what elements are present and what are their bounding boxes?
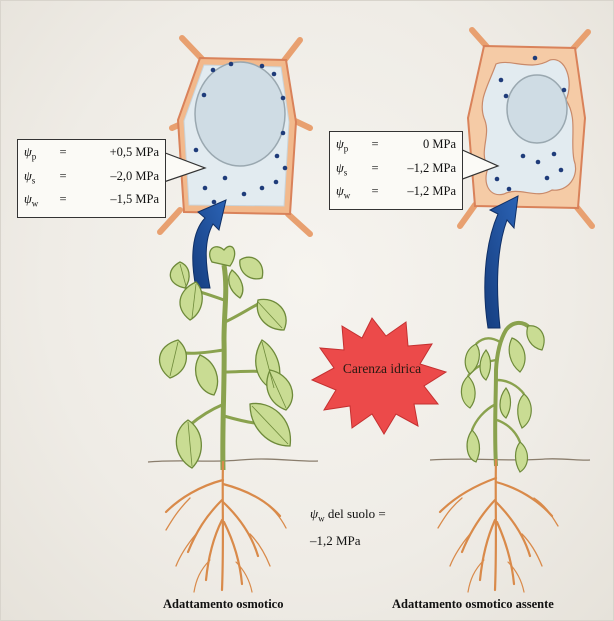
caption-left: Adattamento osmotico [163, 597, 283, 612]
equals-sign: = [366, 182, 384, 206]
stress-label: Carenza idrica [316, 361, 448, 377]
water-potential-value: –1,2 MPa [384, 182, 456, 206]
pressure-potential-value: 0 MPa [384, 135, 456, 159]
soil-label-text: del suolo = [328, 506, 386, 521]
pressure-potential-value: +0,5 MPa [72, 143, 159, 167]
soil-label-line-1: ψw del suolo = [310, 503, 386, 530]
psi-symbol: ψ [24, 192, 32, 206]
left-cell-turgid [152, 38, 310, 234]
psi-subscript: w [32, 199, 39, 209]
left-cell-potential-box: ψp = +0,5 MPa ψs = –2,0 MPa ψw = –1,5 MP… [17, 139, 166, 218]
equals-sign: = [366, 159, 384, 183]
equals-sign: = [54, 143, 72, 167]
caption-right: Adattamento osmotico assente [392, 597, 554, 612]
psi-symbol: ψ [310, 506, 318, 521]
psi-symbol: ψ [336, 161, 344, 175]
soil-water-potential-label: ψw del suolo = –1,2 MPa [310, 503, 386, 552]
soil-line-right [430, 459, 590, 460]
left-cell-vacuole [195, 62, 285, 166]
solute-potential-value: –2,0 MPa [72, 167, 159, 191]
right-cell-vacuole [507, 75, 567, 143]
psi-symbol: ψ [24, 169, 32, 183]
psi-symbol: ψ [336, 137, 344, 151]
left-plant-stem [223, 265, 226, 470]
psi-subscript: s [32, 175, 36, 185]
left-plant-roots [166, 462, 286, 592]
water-potential-value: –1,5 MPa [72, 190, 159, 214]
psi-subscript: p [344, 144, 349, 154]
psi-symbol: ψ [336, 184, 344, 198]
left-psi-w-row: ψw = –1,5 MPa [24, 190, 159, 214]
left-psi-p-row: ψp = +0,5 MPa [24, 143, 159, 167]
solute-potential-value: –1,2 MPa [384, 159, 456, 183]
right-arrow [485, 196, 518, 328]
psi-symbol: ψ [24, 145, 32, 159]
right-psi-p-row: ψp = 0 MPa [336, 135, 456, 159]
psi-subscript: p [32, 152, 37, 162]
right-psi-s-row: ψs = –1,2 MPa [336, 159, 456, 183]
right-psi-w-row: ψw = –1,2 MPa [336, 182, 456, 206]
equals-sign: = [54, 167, 72, 191]
left-psi-s-row: ψs = –2,0 MPa [24, 167, 159, 191]
psi-subscript: s [344, 167, 348, 177]
left-plant-healthy [160, 246, 293, 470]
psi-subscript: w [318, 514, 325, 524]
soil-line-left [148, 459, 318, 462]
right-cell-potential-box: ψp = 0 MPa ψs = –1,2 MPa ψw = –1,2 MPa [329, 131, 463, 210]
psi-subscript: w [344, 191, 351, 201]
right-plant-roots [438, 460, 558, 592]
right-cell-plasmolysed [449, 30, 592, 226]
soil-water-potential-value: –1,2 MPa [310, 530, 386, 552]
equals-sign: = [54, 190, 72, 214]
equals-sign: = [366, 135, 384, 159]
right-plant-wilted [461, 323, 544, 472]
